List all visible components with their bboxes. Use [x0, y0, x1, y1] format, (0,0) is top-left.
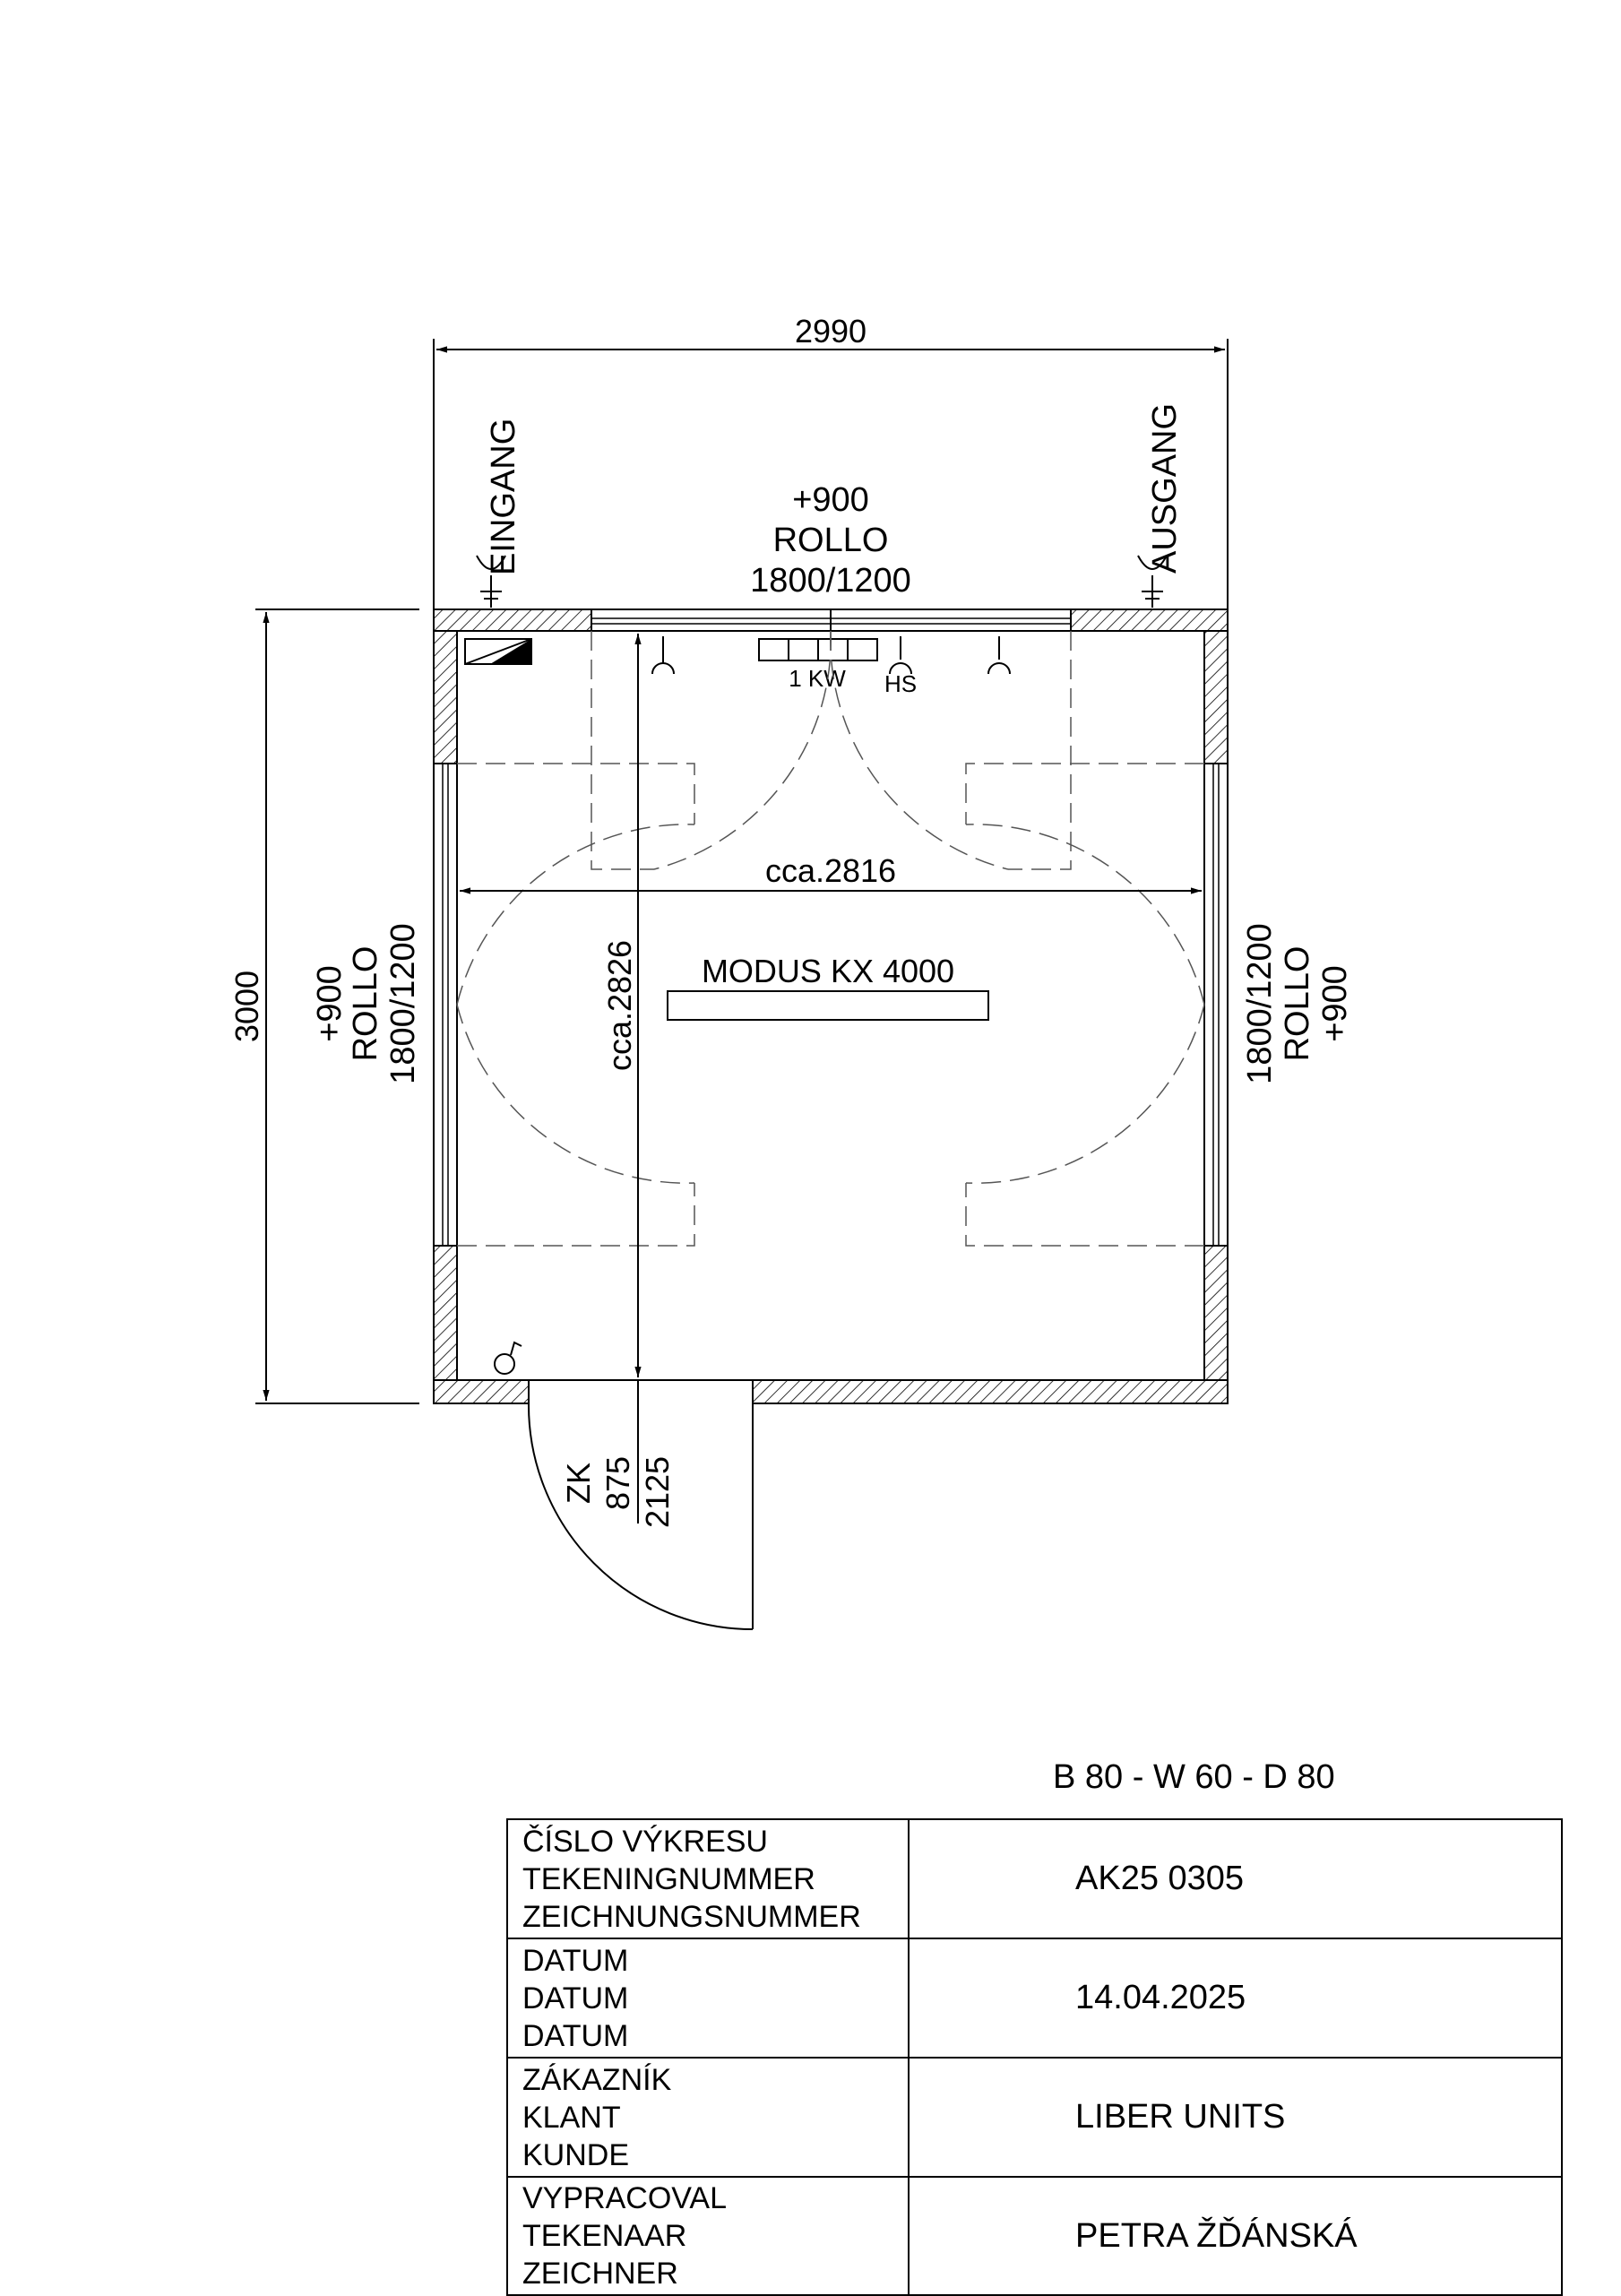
- svg-text:1800/1200: 1800/1200: [384, 923, 422, 1084]
- title-row-date: DATUM DATUM DATUM 14.04.2025: [506, 1938, 1563, 2059]
- title-row-customer: ZÁKAZNÍK KLANT KUNDE LIBER UNITS: [506, 2057, 1563, 2178]
- svg-text:1800/1200: 1800/1200: [750, 562, 911, 600]
- heater-label: 1 KW: [789, 665, 846, 692]
- interior-depth-dimension: cca.2826: [601, 634, 642, 1523]
- drawing-number-value: AK25 0305: [908, 1818, 1563, 1939]
- svg-text:+900: +900: [792, 481, 869, 519]
- svg-text:ROLLO: ROLLO: [1279, 946, 1316, 1062]
- overall-depth-label: 3000: [228, 971, 265, 1042]
- exit-label: AUSGANG: [1146, 403, 1184, 574]
- walls: [433, 609, 1229, 1404]
- door-label-width: 875: [599, 1456, 636, 1510]
- svg-text:ROLLO: ROLLO: [773, 522, 889, 559]
- title-row-labels: ZÁKAZNÍK KLANT KUNDE: [506, 2057, 910, 2178]
- window-top: [591, 609, 1071, 632]
- main-switch-label: HS: [884, 670, 917, 697]
- svg-text:1800/1200: 1800/1200: [1241, 923, 1279, 1084]
- drafter-value: PETRA ŽĎÁNSKÁ: [908, 2176, 1563, 2296]
- title-row-drafter: VYPRACOVAL TEKENAAR ZEICHNER PETRA ŽĎÁNS…: [506, 2176, 1563, 2296]
- entry-door: ZK 875 2125: [527, 1380, 754, 1630]
- furniture-modus-kx-4000: MODUS KX 4000: [667, 953, 989, 1021]
- title-block: ČÍSLO VÝKRESU TEKENINGNUMMER ZEICHNUNGSN…: [506, 1818, 1563, 2296]
- title-row-drawing-number: ČÍSLO VÝKRESU TEKENINGNUMMER ZEICHNUNGSN…: [506, 1818, 1563, 1939]
- title-row-labels: VYPRACOVAL TEKENAAR ZEICHNER: [506, 2176, 910, 2296]
- door-label-height: 2125: [639, 1456, 676, 1528]
- svg-text:ROLLO: ROLLO: [347, 946, 384, 1062]
- svg-text:+900: +900: [1316, 965, 1354, 1042]
- window-swing-arcs: [456, 630, 1205, 1247]
- overall-width-label: 2990: [795, 313, 867, 350]
- furniture-label: MODUS KX 4000: [702, 953, 954, 989]
- window-right: [1203, 764, 1229, 1246]
- revision-code: B 80 - W 60 - D 80: [1053, 1758, 1335, 1796]
- heater-icon: [758, 638, 878, 661]
- door-contact-icon: [494, 1341, 522, 1375]
- exit-marker: AUSGANG: [1137, 403, 1184, 608]
- window-left-label: +900 ROLLO 1800/1200: [311, 923, 422, 1084]
- width-dimension: 2990: [433, 313, 1229, 609]
- title-row-labels: ČÍSLO VÝKRESU TEKENINGNUMMER ZEICHNUNGSN…: [506, 1818, 910, 1939]
- interior-width-label: cca.2816: [765, 852, 896, 889]
- socket-icon: [651, 636, 675, 675]
- depth-dimension: 3000: [228, 609, 419, 1404]
- window-left: [433, 764, 458, 1246]
- interior-width-dimension: cca.2816: [460, 852, 1202, 894]
- interior-depth-label: cca.2826: [601, 940, 638, 1071]
- socket-icon: [889, 636, 912, 675]
- entrance-marker: EINGANG: [476, 419, 522, 608]
- entrance-label: EINGANG: [485, 419, 522, 575]
- door-label-zk: ZK: [560, 1463, 597, 1504]
- socket-icon: [987, 636, 1011, 675]
- date-value: 14.04.2025: [908, 1938, 1563, 2059]
- title-row-labels: DATUM DATUM DATUM: [506, 1938, 910, 2059]
- window-top-label: +900 ROLLO 1800/1200: [750, 481, 911, 600]
- customer-value: LIBER UNITS: [908, 2057, 1563, 2178]
- svg-text:+900: +900: [311, 965, 349, 1042]
- distribution-box-icon: [464, 638, 532, 665]
- window-right-label: 1800/1200 ROLLO +900: [1241, 923, 1354, 1084]
